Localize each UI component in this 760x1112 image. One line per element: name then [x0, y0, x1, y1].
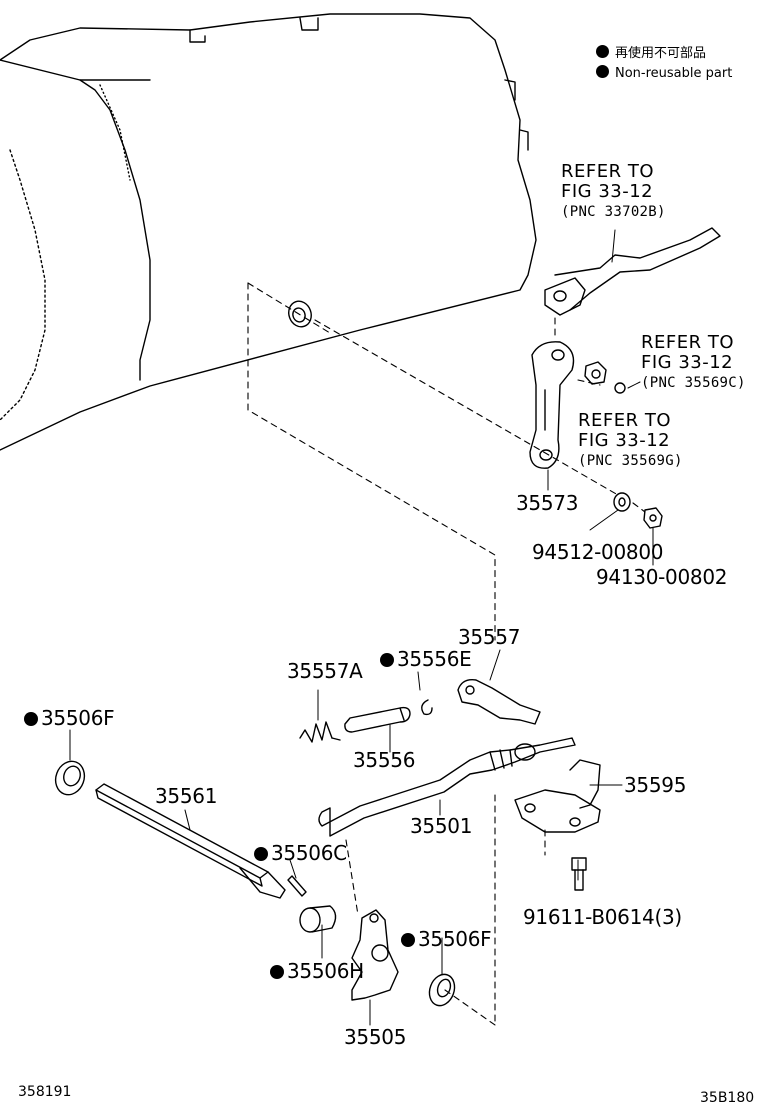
part-number: 35506F: [41, 706, 115, 730]
spring-35557a: [300, 722, 340, 742]
lever-35505: [352, 910, 398, 1000]
non-reusable-dot-icon: [380, 653, 394, 667]
ref-line2: FIG 33-12: [561, 181, 654, 202]
part-label-35506c[interactable]: 35506C: [254, 842, 347, 864]
housing-washer: [285, 298, 315, 330]
reference-note-33702b: REFER TO FIG 33-12 (PNC 33702B): [561, 162, 666, 222]
seal-35506f-left: [51, 757, 89, 799]
non-reusable-dot-icon: [24, 712, 38, 726]
reference-note-35569c: REFER TO FIG 33-12 (PNC 35569C): [641, 333, 746, 393]
ref-pnc: (PNC 33702B): [561, 204, 666, 220]
part-number: 35506F: [418, 927, 492, 951]
seal-35506f-right: [425, 971, 458, 1009]
guide-lines-lower: [346, 795, 545, 1025]
legend-text-en: Non-reusable part: [615, 66, 733, 81]
non-reusable-dot-icon: [596, 45, 609, 58]
legend: 再使用不可部品 Non-reusable part: [596, 44, 732, 84]
non-reusable-dot-icon: [254, 847, 268, 861]
nut-35569c: [585, 362, 625, 393]
leader-lines: [70, 230, 653, 1025]
part-label-35556[interactable]: 35556: [353, 748, 416, 772]
washer-94512: [614, 493, 630, 511]
ref-line2: FIG 33-12: [578, 430, 671, 451]
part-label-35573[interactable]: 35573: [516, 491, 579, 515]
figure-code-right: 35B180: [700, 1090, 755, 1106]
part-label-91611[interactable]: 91611-B0614(3): [523, 905, 682, 929]
part-label-35561[interactable]: 35561: [155, 784, 218, 808]
non-reusable-dot-icon: [270, 965, 284, 979]
ref-line1: REFER TO: [641, 332, 734, 353]
legend-text-jp: 再使用不可部品: [615, 46, 707, 61]
legend-row-en: Non-reusable part: [596, 64, 732, 84]
shaft-35561: [96, 784, 285, 898]
bracket-35595: [515, 760, 600, 832]
guide-lines-upper: [248, 283, 645, 640]
figure-code-left: 358191: [18, 1084, 72, 1100]
part-label-94512[interactable]: 94512-00800: [532, 540, 664, 564]
part-number: 35556E: [397, 647, 472, 671]
bolt-91611: [572, 858, 586, 890]
clip-35556e: [422, 700, 432, 714]
legend-row-jp: 再使用不可部品: [596, 44, 732, 64]
part-label-35506f-left[interactable]: 35506F: [24, 706, 115, 730]
ref-pnc: (PNC 35569G): [578, 453, 683, 469]
part-label-35505[interactable]: 35505: [344, 1025, 407, 1049]
lever-35573: [530, 342, 574, 468]
ref-line2: FIG 33-12: [641, 352, 734, 373]
non-reusable-dot-icon: [401, 933, 415, 947]
part-label-35595[interactable]: 35595: [624, 773, 687, 797]
control-rod-35501: [319, 738, 575, 836]
reference-note-35569g: REFER TO FIG 33-12 (PNC 35569G): [578, 411, 683, 471]
part-label-35501[interactable]: 35501: [410, 814, 473, 838]
bushing-35506h: [300, 906, 336, 932]
part-number: 35506H: [287, 959, 364, 983]
part-label-94130[interactable]: 94130-00802: [596, 565, 728, 589]
upper-control-cable: [545, 228, 720, 315]
non-reusable-dot-icon: [596, 65, 609, 78]
lever-35557: [458, 680, 540, 724]
part-label-35556e[interactable]: 35556E: [380, 647, 472, 671]
part-number: 35506C: [271, 841, 347, 865]
ref-pnc: (PNC 35569C): [641, 375, 746, 391]
nut-94130: [644, 508, 662, 528]
transmission-housing: [0, 14, 536, 450]
part-label-35506f-right[interactable]: 35506F: [401, 927, 492, 951]
part-label-35557[interactable]: 35557: [458, 625, 521, 649]
ref-line1: REFER TO: [578, 410, 671, 431]
ref-line1: REFER TO: [561, 161, 654, 182]
pin-35506c: [288, 876, 306, 896]
part-label-35506h[interactable]: 35506H: [270, 960, 364, 982]
pin-35556: [345, 708, 410, 732]
part-label-35557a[interactable]: 35557A: [287, 659, 363, 683]
